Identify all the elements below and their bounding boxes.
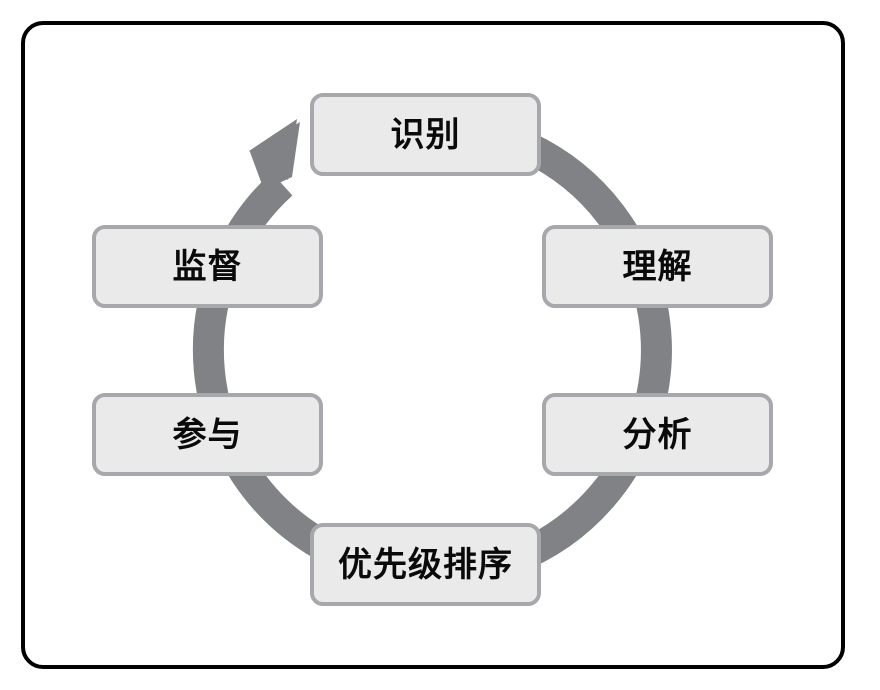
node-prioritize-label: 优先级排序 (338, 544, 513, 585)
node-analyze-label: 分析 (622, 414, 693, 455)
node-analyze[interactable]: 分析 (542, 393, 773, 476)
node-understand[interactable]: 理解 (542, 225, 773, 308)
node-monitor[interactable]: 监督 (92, 225, 323, 308)
node-prioritize[interactable]: 优先级排序 (310, 523, 541, 606)
node-identify-label: 识别 (390, 114, 461, 155)
node-understand-label: 理解 (622, 246, 693, 287)
node-identify[interactable]: 识别 (310, 93, 541, 176)
node-engage-label: 参与 (172, 414, 243, 455)
node-engage[interactable]: 参与 (92, 393, 323, 476)
node-monitor-label: 监督 (172, 246, 243, 287)
